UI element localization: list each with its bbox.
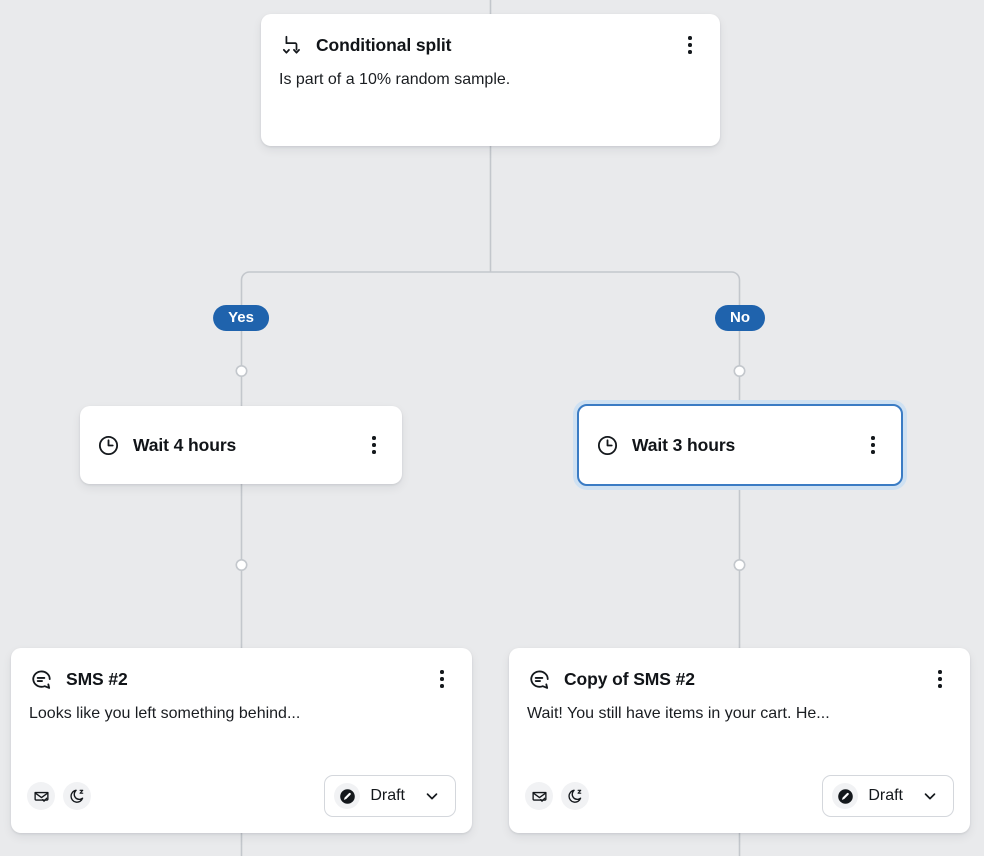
kebab-dot bbox=[372, 436, 376, 440]
chevron-down-icon bbox=[919, 785, 941, 807]
kebab-dot bbox=[871, 450, 875, 454]
conditional-split-icon bbox=[279, 33, 303, 57]
status-dropdown-draft[interactable]: Draft bbox=[324, 775, 456, 817]
draft-pencil-icon bbox=[334, 783, 361, 809]
sms-message-icon bbox=[527, 667, 551, 691]
node-copy-of-sms-2[interactable]: Copy of SMS #2 Wait! You still have item… bbox=[509, 648, 970, 833]
sms-message-icon bbox=[29, 667, 53, 691]
node-header: Wait 4 hours bbox=[80, 433, 402, 457]
kebab-menu-button[interactable] bbox=[928, 667, 952, 691]
kebab-menu-button[interactable] bbox=[861, 433, 885, 457]
node-footer: Draft bbox=[509, 775, 970, 833]
branch-badge-no[interactable]: No bbox=[715, 305, 765, 331]
kebab-dot bbox=[938, 670, 942, 674]
node-sms-2[interactable]: SMS #2 Looks like you left something beh… bbox=[11, 648, 472, 833]
kebab-dot bbox=[372, 450, 376, 454]
sms-preview-text: Looks like you left something behind... bbox=[29, 705, 301, 722]
node-header: Wait 3 hours bbox=[579, 433, 901, 457]
node-title: Conditional split bbox=[316, 34, 452, 55]
clock-icon bbox=[96, 433, 120, 457]
status-label: Draft bbox=[868, 787, 903, 804]
kebab-dot bbox=[372, 443, 376, 447]
kebab-dot bbox=[938, 684, 942, 688]
branch-badge-yes[interactable]: Yes bbox=[213, 305, 269, 331]
moon-quiet-hours-icon bbox=[561, 782, 589, 810]
node-header: Conditional split bbox=[261, 14, 720, 57]
kebab-dot bbox=[871, 443, 875, 447]
kebab-dot bbox=[440, 684, 444, 688]
kebab-dot bbox=[688, 43, 692, 47]
node-footer: Draft bbox=[11, 775, 472, 833]
kebab-dot bbox=[688, 36, 692, 40]
kebab-dot bbox=[938, 677, 942, 681]
kebab-dot bbox=[871, 436, 875, 440]
status-label: Draft bbox=[370, 787, 405, 804]
node-title: Wait 3 hours bbox=[632, 434, 736, 455]
status-dropdown-draft[interactable]: Draft bbox=[822, 775, 954, 817]
kebab-menu-button[interactable] bbox=[362, 433, 386, 457]
node-header: Copy of SMS #2 bbox=[509, 648, 970, 691]
node-description: Is part of a 10% random sample. bbox=[279, 71, 511, 88]
sms-preview-text: Wait! You still have items in your cart.… bbox=[527, 705, 830, 722]
node-title: Wait 4 hours bbox=[133, 434, 237, 455]
draft-pencil-icon bbox=[832, 783, 859, 809]
node-header: SMS #2 bbox=[11, 648, 472, 691]
kebab-dot bbox=[688, 50, 692, 54]
node-title: SMS #2 bbox=[66, 668, 128, 689]
chevron-down-icon bbox=[421, 785, 443, 807]
kebab-menu-button[interactable] bbox=[430, 667, 454, 691]
node-wait-3-hours[interactable]: Wait 3 hours bbox=[577, 404, 903, 486]
node-wait-4-hours[interactable]: Wait 4 hours bbox=[80, 406, 402, 484]
node-conditional-split[interactable]: Conditional split Is part of a 10% rando… bbox=[261, 14, 720, 146]
envelope-check-icon bbox=[27, 782, 55, 810]
node-title: Copy of SMS #2 bbox=[564, 668, 695, 689]
kebab-menu-button[interactable] bbox=[678, 33, 702, 57]
kebab-dot bbox=[440, 677, 444, 681]
clock-icon bbox=[595, 433, 619, 457]
kebab-dot bbox=[440, 670, 444, 674]
envelope-check-icon bbox=[525, 782, 553, 810]
moon-quiet-hours-icon bbox=[63, 782, 91, 810]
